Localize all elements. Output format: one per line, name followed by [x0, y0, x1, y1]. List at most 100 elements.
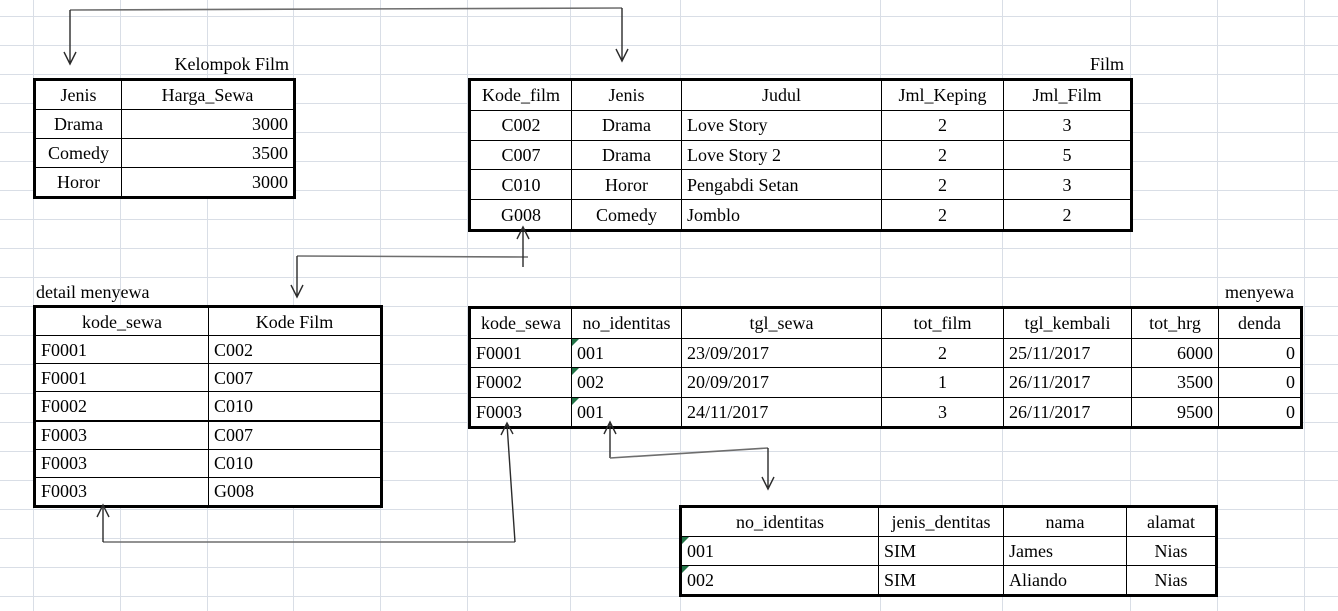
cell[interactable]: 3500: [1131, 367, 1219, 398]
cell[interactable]: Horor: [571, 169, 682, 201]
column-header-jml-keping[interactable]: Jml_Keping: [881, 79, 1004, 111]
cell[interactable]: F0002: [34, 391, 209, 422]
cell[interactable]: F0003: [34, 419, 209, 450]
cell[interactable]: 3000: [121, 109, 295, 139]
cell[interactable]: Nias: [1126, 565, 1217, 596]
column-header-no-identitas[interactable]: no_identitas: [680, 506, 879, 537]
cell[interactable]: 3000: [121, 167, 295, 198]
cell[interactable]: F0003: [469, 396, 572, 428]
cell[interactable]: 24/11/2017: [681, 396, 882, 428]
cell[interactable]: 2: [881, 139, 1004, 171]
cell[interactable]: F0001: [34, 363, 209, 393]
cell[interactable]: F0001: [34, 335, 209, 365]
column-header-nama[interactable]: nama: [1003, 506, 1127, 537]
arrow-no-identitas-link: [603, 420, 775, 491]
cell[interactable]: 0: [1218, 337, 1302, 368]
cell[interactable]: 5: [1003, 139, 1132, 171]
cell[interactable]: Drama: [571, 139, 682, 171]
cell[interactable]: Horor: [34, 167, 122, 198]
cell[interactable]: 3: [1003, 169, 1132, 201]
cell[interactable]: F0003: [34, 476, 209, 507]
column-header-jenis-dentitas[interactable]: jenis_dentitas: [878, 506, 1004, 537]
cell[interactable]: 20/09/2017: [681, 367, 882, 398]
column-header-alamat[interactable]: alamat: [1126, 506, 1217, 537]
cell[interactable]: C010: [208, 448, 382, 478]
cell[interactable]: James: [1003, 536, 1127, 566]
cell[interactable]: 3500: [121, 138, 295, 168]
column-header-tgl-kembali[interactable]: tgl_kembali: [1003, 307, 1132, 339]
cell[interactable]: 25/11/2017: [1003, 337, 1132, 368]
cell[interactable]: C010: [469, 169, 572, 201]
column-header-jenis[interactable]: Jenis: [571, 79, 682, 111]
cell[interactable]: C007: [469, 139, 572, 171]
cell[interactable]: 3: [1003, 109, 1132, 141]
cell[interactable]: C002: [208, 335, 382, 365]
cell[interactable]: G008: [469, 199, 572, 231]
cell[interactable]: 2: [881, 109, 1004, 141]
cell[interactable]: C010: [208, 391, 382, 422]
cell[interactable]: 0: [1218, 367, 1302, 398]
cell[interactable]: C007: [208, 419, 382, 450]
cell[interactable]: 001: [680, 536, 879, 566]
cell[interactable]: 001: [571, 396, 682, 428]
cell[interactable]: 2: [881, 169, 1004, 201]
cell[interactable]: Love Story: [681, 109, 882, 141]
cell[interactable]: 0: [1218, 396, 1302, 428]
column-header-no-identitas[interactable]: no_identitas: [571, 307, 682, 339]
cell[interactable]: 2: [881, 337, 1004, 368]
table-title-film: Film: [1089, 54, 1124, 74]
cell[interactable]: Jomblo: [681, 199, 882, 231]
cell[interactable]: Pengabdi Setan: [681, 169, 882, 201]
cell[interactable]: Drama: [571, 109, 682, 141]
cell[interactable]: 001: [571, 337, 682, 368]
cell[interactable]: 26/11/2017: [1003, 396, 1132, 428]
cell[interactable]: C007: [208, 363, 382, 393]
table-title-detail-menyewa: detail menyewa: [36, 282, 150, 302]
column-header-kode-film[interactable]: Kode_film: [469, 79, 572, 111]
cell[interactable]: 2: [1003, 199, 1132, 231]
cell[interactable]: 6000: [1131, 337, 1219, 368]
column-header-harga-sewa[interactable]: Harga_Sewa: [121, 79, 295, 110]
column-header-kode-film[interactable]: Kode Film: [208, 305, 382, 337]
column-header-jml-film[interactable]: Jml_Film: [1003, 79, 1132, 111]
column-header-jenis[interactable]: Jenis: [34, 79, 122, 110]
cell[interactable]: 9500: [1131, 396, 1219, 428]
cell[interactable]: 3: [881, 396, 1004, 428]
cell[interactable]: Comedy: [571, 199, 682, 231]
column-header-tgl-sewa[interactable]: tgl_sewa: [681, 307, 882, 339]
cell[interactable]: Aliando: [1003, 565, 1127, 596]
cell[interactable]: 1: [881, 367, 1004, 398]
column-header-judul[interactable]: Judul: [681, 79, 882, 111]
error-flag-icon: [572, 368, 579, 375]
cell[interactable]: Drama: [34, 109, 122, 139]
cell[interactable]: Comedy: [34, 138, 122, 168]
cell[interactable]: F0002: [469, 367, 572, 398]
cell[interactable]: G008: [208, 476, 382, 507]
cell[interactable]: 002: [680, 565, 879, 596]
cell[interactable]: SIM: [878, 565, 1004, 596]
column-header-tot-film[interactable]: tot_film: [881, 307, 1004, 339]
cell[interactable]: 002: [571, 367, 682, 398]
column-header-tot-hrg[interactable]: tot_hrg: [1131, 307, 1219, 339]
cell[interactable]: 23/09/2017: [681, 337, 882, 368]
cell[interactable]: 26/11/2017: [1003, 367, 1132, 398]
column-header-kode-sewa[interactable]: kode_sewa: [34, 305, 209, 337]
cell[interactable]: 2: [881, 199, 1004, 231]
cell[interactable]: Nias: [1126, 536, 1217, 566]
cell[interactable]: Love Story 2: [681, 139, 882, 171]
table-title-kelompok-film: Kelompok Film: [174, 54, 289, 74]
cell[interactable]: F0001: [469, 337, 572, 368]
cell[interactable]: SIM: [878, 536, 1004, 566]
column-header-kode-sewa[interactable]: kode_sewa: [469, 307, 572, 339]
column-header-denda[interactable]: denda: [1218, 307, 1302, 339]
cell[interactable]: C002: [469, 109, 572, 141]
cell[interactable]: F0003: [34, 448, 209, 478]
